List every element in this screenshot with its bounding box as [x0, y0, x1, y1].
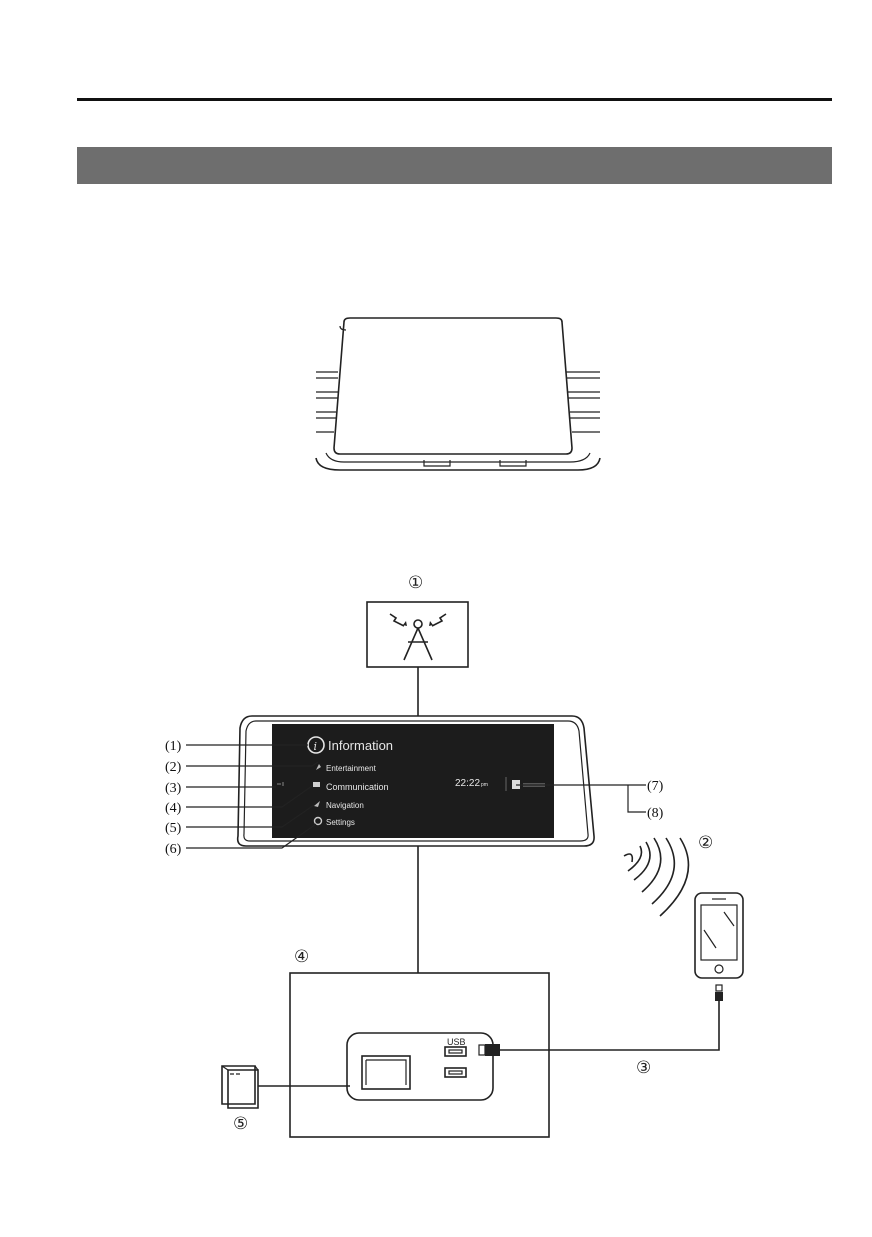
phone-cable	[500, 984, 723, 1051]
usb-label: USB	[447, 1037, 466, 1047]
usb-plug-tip	[478, 1044, 486, 1056]
callout-1: (1)	[165, 739, 182, 754]
clock-time: 22:22	[455, 778, 480, 789]
callout-8: (8)	[647, 806, 664, 821]
usb-plug	[485, 1044, 500, 1056]
navigation-icon	[314, 801, 320, 807]
cable-label: ③	[636, 1058, 651, 1078]
antenna-box	[366, 601, 469, 668]
clock-suffix: pm	[481, 782, 488, 788]
callout-6: (6)	[165, 842, 182, 857]
top-rule	[77, 98, 832, 101]
menu-entertainment: Entertainment	[326, 764, 377, 773]
sd-card-icon	[221, 1065, 259, 1109]
callout-7: (7)	[647, 779, 664, 794]
phone-label: ②	[698, 833, 713, 853]
entertainment-icon	[316, 764, 321, 770]
settings-icon	[313, 816, 323, 826]
callout-4: (4)	[165, 801, 182, 816]
callout-5: (5)	[165, 821, 182, 836]
callout-3: (3)	[165, 781, 182, 796]
callouts-left: (1) (2) (3) (4) (5) (6)	[165, 739, 319, 857]
display-illustration	[315, 317, 601, 471]
sd-label: ⑤	[233, 1114, 248, 1134]
menu-information: Information	[328, 738, 393, 753]
antenna-label: ①	[408, 573, 423, 593]
display-screen	[272, 724, 554, 838]
usb-port-1	[444, 1046, 467, 1057]
menu-communication: Communication	[326, 782, 389, 792]
usb-port-2	[444, 1067, 467, 1078]
section-header-bar	[77, 147, 832, 184]
callouts-right: (7) (8)	[516, 779, 664, 821]
head-unit-display	[236, 715, 595, 847]
menu-navigation: Navigation	[326, 801, 364, 810]
svg-text:i: i	[314, 740, 318, 753]
unit-label: ④	[294, 947, 309, 967]
sd-slot	[361, 1055, 411, 1090]
callout-2: (2)	[165, 760, 182, 775]
left-status-icon	[277, 782, 284, 786]
menu-settings: Settings	[326, 818, 355, 827]
smartphone-icon	[694, 892, 744, 979]
control-unit: USB	[289, 972, 550, 1138]
communication-icon	[313, 782, 320, 787]
wireless-waves	[623, 837, 690, 917]
